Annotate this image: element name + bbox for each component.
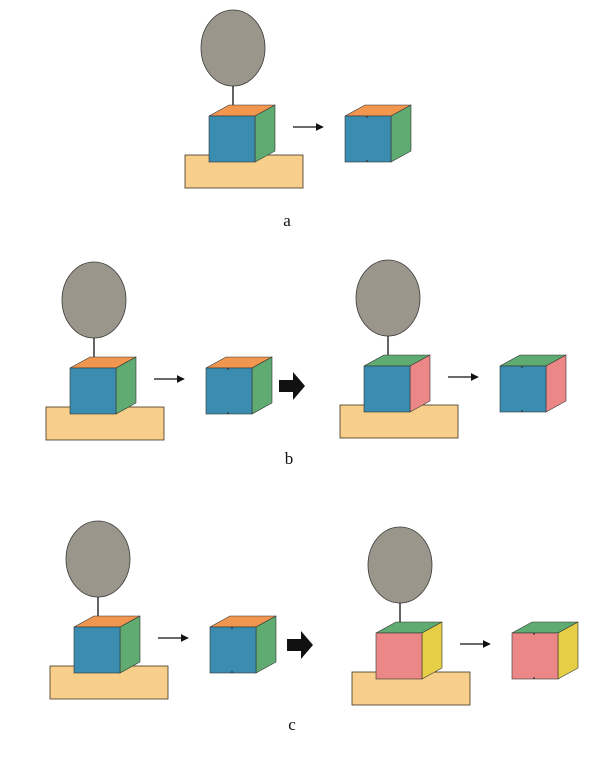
panel-b-transition-arrow bbox=[279, 372, 305, 400]
stamp-ellipse bbox=[65, 520, 131, 598]
stamp-ellipse bbox=[61, 261, 127, 339]
stamp-ellipse bbox=[367, 526, 433, 604]
pressed-cube-front-face bbox=[375, 632, 423, 680]
panel-b-label: b bbox=[285, 449, 294, 468]
edge-mark bbox=[366, 160, 368, 162]
output-cube-front-face bbox=[511, 632, 559, 680]
panel-c-transition-arrow bbox=[287, 631, 313, 659]
output-cube-front-face bbox=[499, 365, 547, 413]
edge-mark bbox=[231, 627, 233, 629]
edge-mark bbox=[231, 671, 233, 673]
scene-c-2 bbox=[351, 526, 579, 706]
edge-mark bbox=[533, 633, 535, 635]
edge-mark bbox=[521, 410, 523, 412]
output-cube-front-face bbox=[205, 367, 253, 415]
scene-a-1 bbox=[184, 9, 412, 189]
stamp-ellipse bbox=[200, 9, 266, 87]
edge-mark bbox=[366, 116, 368, 118]
edge-mark bbox=[227, 412, 229, 414]
scene-b-1 bbox=[45, 261, 273, 441]
output-cube-front-face bbox=[209, 626, 257, 674]
panel-a-label: a bbox=[283, 211, 291, 230]
pressed-cube-front-face bbox=[69, 367, 117, 415]
edge-mark bbox=[227, 368, 229, 370]
pressed-cube-front-face bbox=[73, 626, 121, 674]
panel-c-label: c bbox=[288, 715, 296, 734]
pressed-cube-front-face bbox=[208, 115, 256, 163]
scene-b-2 bbox=[339, 259, 567, 439]
edge-mark bbox=[533, 677, 535, 679]
stamp-ellipse bbox=[355, 259, 421, 337]
pressed-cube-front-face bbox=[363, 365, 411, 413]
output-cube-front-face bbox=[344, 115, 392, 163]
edge-mark bbox=[521, 366, 523, 368]
scene-c-1 bbox=[49, 520, 277, 700]
